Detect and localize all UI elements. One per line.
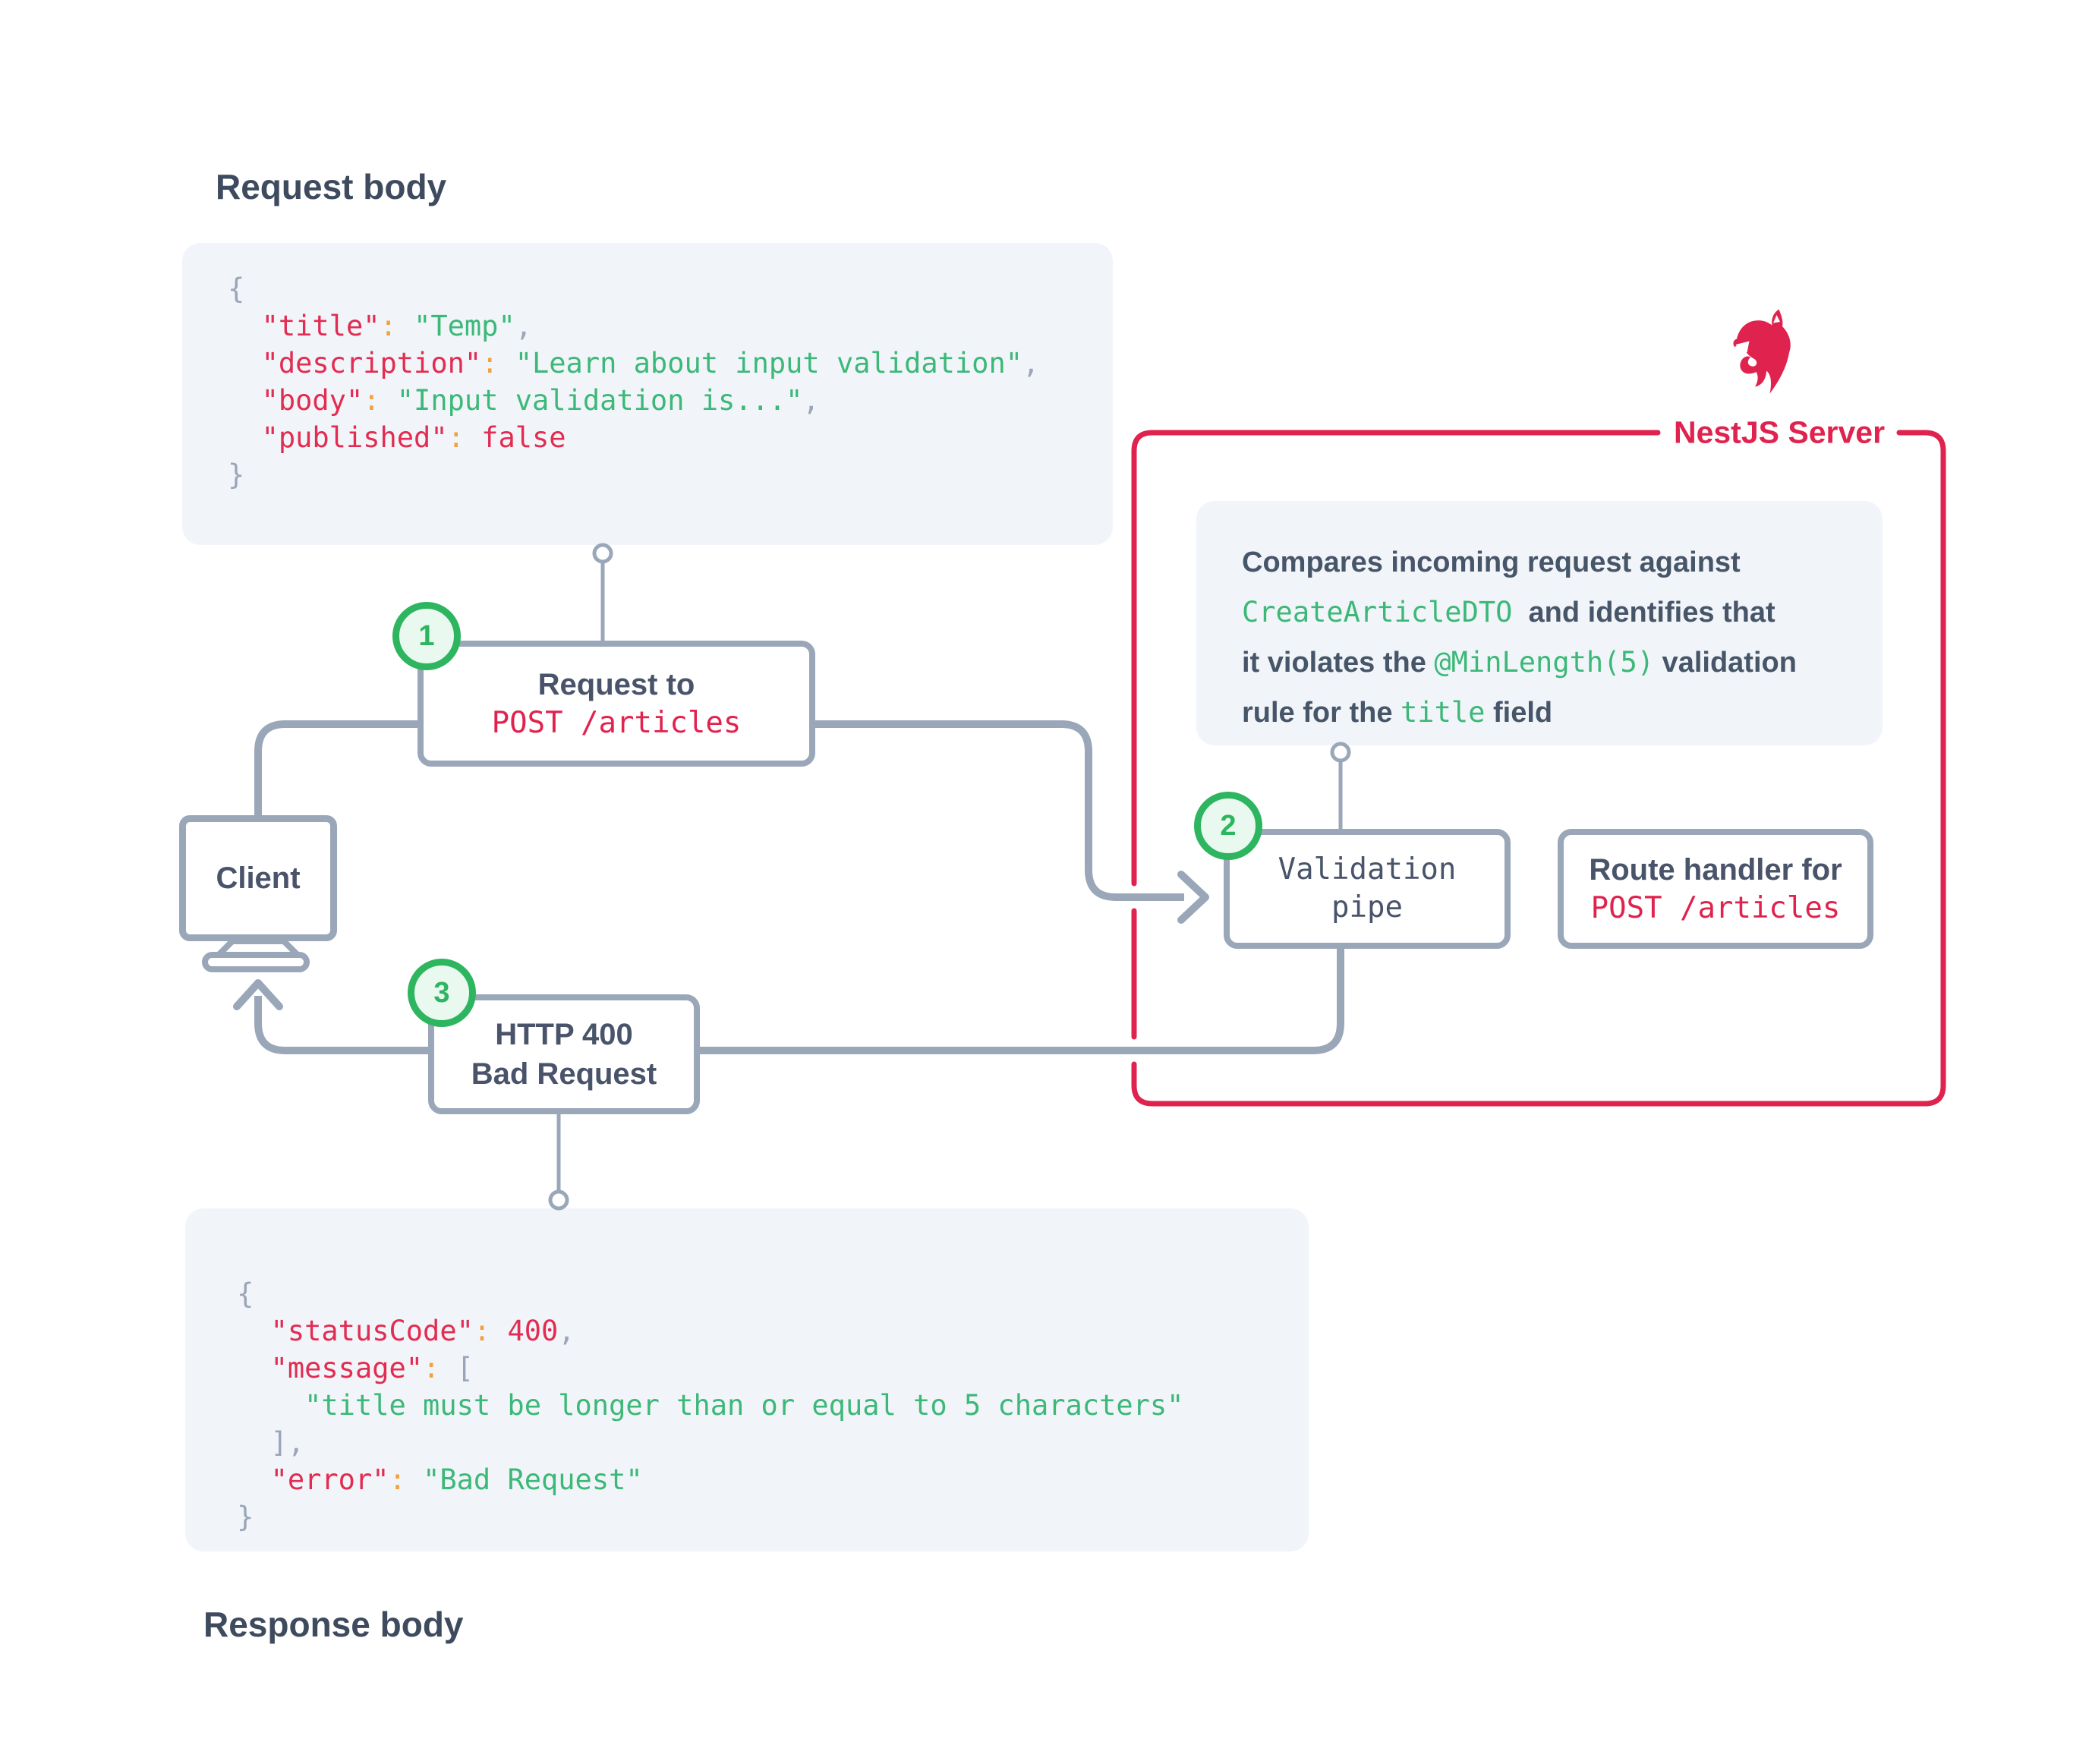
validation-pipe-line1: Validation <box>1278 852 1457 887</box>
request-post-endpoint: POST /articles <box>491 706 742 740</box>
nestjs-logo-icon <box>1733 309 1791 394</box>
arrow-up-icon <box>233 979 283 1010</box>
nestjs-logo-mouth <box>1735 341 1750 353</box>
note-stub-dot <box>1330 742 1351 763</box>
step-badge-3: 3 <box>408 959 476 1027</box>
request-panel-stub-dot <box>592 543 613 564</box>
validation-pipe-box: Validation pipe <box>1224 829 1511 949</box>
request-post-title: Request to <box>537 668 695 701</box>
monitor-stand-neck <box>216 938 301 958</box>
nestjs-server-label: NestJS Server <box>1673 414 1886 450</box>
route-handler-endpoint: POST /articles <box>1590 891 1841 925</box>
response-json-panel: { "statusCode": 400, "message": [ "title… <box>185 1208 1309 1551</box>
arrow-right-icon <box>1177 871 1209 924</box>
response-json-code: { "statusCode": 400, "message": [ "title… <box>237 1277 1184 1533</box>
request-json-code: { "title": "Temp", "description": "Learn… <box>228 272 1040 491</box>
route-handler-title: Route handler for <box>1589 853 1842 887</box>
step-badge-1: 1 <box>392 602 461 670</box>
request-body-heading: Request body <box>216 167 447 206</box>
response-body-heading: Response body <box>203 1605 464 1644</box>
request-json-panel: { "title": "Temp", "description": "Learn… <box>182 243 1113 545</box>
http400-line1: HTTP 400 <box>495 1018 633 1051</box>
client-to-request-line <box>254 720 417 815</box>
step-badge-2: 2 <box>1194 792 1262 860</box>
client-monitor: Client <box>179 815 337 941</box>
route-handler-box: Route handler for POST /articles <box>1558 829 1873 949</box>
response-panel-stub-dot <box>548 1189 569 1211</box>
request-post-box: Request to POST /articles <box>417 641 815 767</box>
nestjs-logo-ear-notch <box>1773 315 1780 323</box>
http400-line2: Bad Request <box>471 1057 657 1091</box>
nestjs-logo-body <box>1733 309 1791 394</box>
http400-to-client-line <box>254 996 428 1054</box>
monitor-stand-base <box>202 952 310 972</box>
client-label: Client <box>216 862 301 895</box>
validation-pipe-line2: pipe <box>1331 890 1403 925</box>
http400-box: HTTP 400 Bad Request <box>428 994 700 1114</box>
pipe-to-http400-line <box>700 949 1344 1054</box>
request-to-pipe-line <box>815 720 1184 901</box>
